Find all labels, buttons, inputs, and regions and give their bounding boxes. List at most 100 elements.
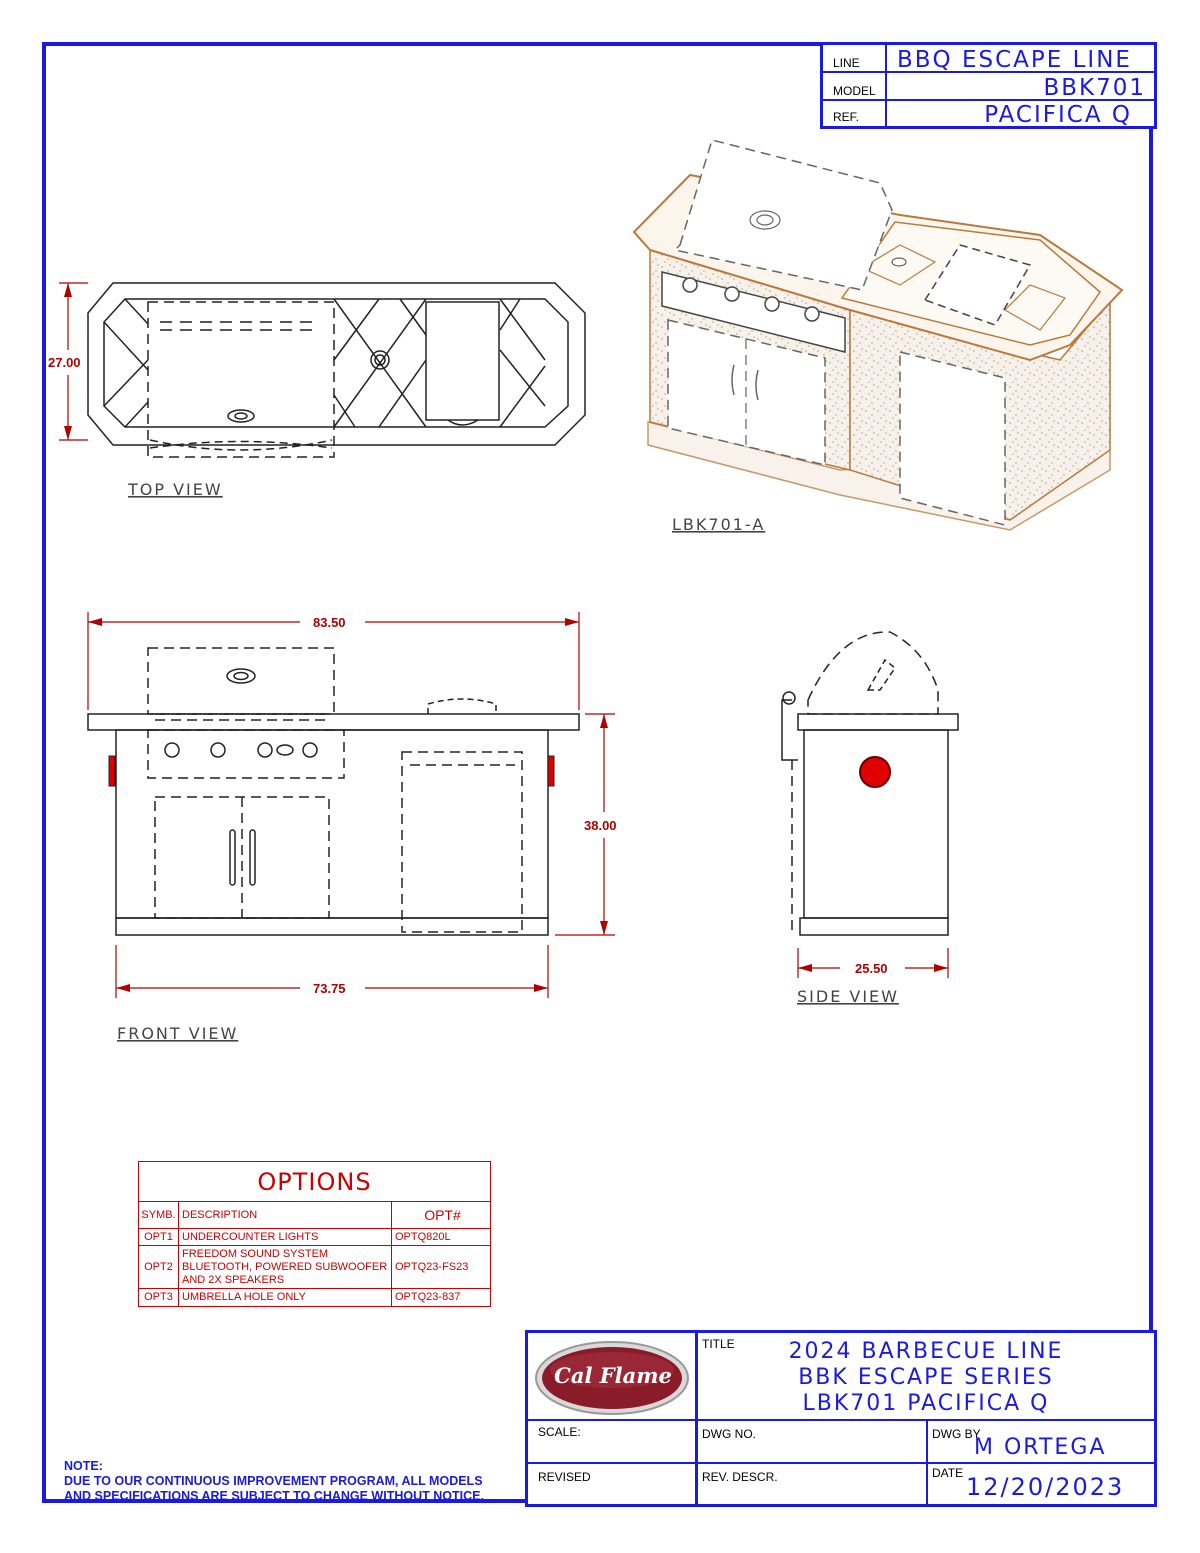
front-sink-cover bbox=[427, 698, 497, 714]
revised-cell: REVISED bbox=[528, 1464, 698, 1504]
rev-descr-cell: REV. DESCR. bbox=[698, 1464, 928, 1504]
note-line: AND SPECIFICATIONS ARE SUBJECT TO CHANGE… bbox=[64, 1489, 484, 1503]
side-depth-dimension bbox=[797, 948, 949, 978]
side-red-button bbox=[859, 756, 891, 788]
iso-fridge bbox=[899, 351, 1006, 526]
title-line: LBK701 PACIFICA Q bbox=[802, 1391, 1050, 1416]
ref-value: PACIFICA Q bbox=[984, 102, 1132, 128]
header-model-label-cell: MODEL bbox=[823, 73, 887, 101]
front-view-label: FRONT VIEW bbox=[117, 1024, 238, 1043]
options-row3-desc: UMBRELLA HOLE ONLY bbox=[179, 1289, 392, 1306]
title-block: Cal Flame TITLE 2024 BARBECUE LINE BBK E… bbox=[525, 1330, 1157, 1507]
note-block: NOTE: DUE TO OUR CONTINUOUS IMPROVEMENT … bbox=[64, 1459, 484, 1504]
iso-sink-cover bbox=[923, 244, 1032, 326]
scale-cell: SCALE: bbox=[528, 1421, 698, 1464]
dwg-by-value: M ORTEGA bbox=[974, 1435, 1107, 1460]
iso-grill-hood bbox=[673, 139, 893, 291]
options-row2-desc-line: FREEDOM SOUND SYSTEM bbox=[182, 1248, 329, 1260]
front-view-drawing bbox=[87, 647, 580, 936]
options-title: OPTIONS bbox=[139, 1162, 490, 1202]
top-depth-dimension bbox=[59, 282, 88, 441]
front-grill-panel bbox=[147, 729, 345, 779]
front-knob bbox=[257, 742, 273, 758]
top-view-label: TOP VIEW bbox=[127, 480, 223, 499]
front-knob bbox=[210, 742, 226, 758]
date-cell: DATE 12/20/2023 bbox=[928, 1464, 1154, 1504]
options-row1-opt: OPTQ820L bbox=[392, 1229, 490, 1246]
model-label: MODEL bbox=[833, 84, 876, 98]
scale-label: SCALE: bbox=[538, 1425, 581, 1439]
front-body bbox=[115, 729, 549, 919]
options-row3-symb: OPT3 bbox=[139, 1289, 179, 1306]
dwg-no-cell: DWG NO. bbox=[698, 1421, 928, 1464]
front-base-width-value: 73.75 bbox=[313, 981, 346, 996]
options-row3-opt: OPTQ23-837 bbox=[395, 1291, 461, 1303]
front-dimensions bbox=[87, 612, 615, 998]
iso-grill-panel bbox=[661, 271, 846, 353]
date-label: DATE bbox=[932, 1466, 964, 1480]
title-cell: TITLE 2024 BARBECUE LINE BBK ESCAPE SERI… bbox=[698, 1333, 1154, 1421]
line-value: BBQ ESCAPE LINE bbox=[897, 47, 1132, 73]
title-line: 2024 BARBECUE LINE bbox=[788, 1339, 1064, 1364]
logo-cell: Cal Flame bbox=[528, 1333, 698, 1421]
options-row1-desc: UNDERCOUNTER LIGHTS bbox=[179, 1229, 392, 1246]
ref-label: REF. bbox=[833, 110, 860, 124]
top-inner-counter bbox=[103, 298, 569, 428]
options-row2-desc: FREEDOM SOUND SYSTEM BLUETOOTH, POWERED … bbox=[179, 1246, 392, 1289]
cal-flame-logo bbox=[535, 1341, 689, 1415]
header-block: LINE BBQ ESCAPE LINE MODEL BBK701 REF. P… bbox=[820, 42, 1157, 129]
side-base bbox=[799, 917, 949, 936]
options-header-symb: SYMB. bbox=[139, 1202, 179, 1229]
header-ref-value-cell: PACIFICA Q bbox=[887, 101, 1154, 128]
header-line-value-cell: BBQ ESCAPE LINE bbox=[887, 45, 1154, 73]
side-view-label: SIDE VIEW bbox=[797, 987, 899, 1006]
front-knob bbox=[302, 742, 318, 758]
top-umbrella-hole bbox=[370, 350, 390, 370]
top-view-drawing bbox=[87, 282, 586, 458]
title-label: TITLE bbox=[702, 1337, 735, 1351]
options-table: OPTIONS SYMB. DESCRIPTION OPT# OPT1 UNDE… bbox=[138, 1161, 491, 1307]
title-text: 2024 BARBECUE LINE BBK ESCAPE SERIES LBK… bbox=[698, 1339, 1154, 1417]
iso-knob bbox=[804, 306, 820, 322]
title-line: BBK ESCAPE SERIES bbox=[798, 1365, 1054, 1390]
front-left-light bbox=[108, 755, 116, 787]
iso-knob bbox=[724, 286, 740, 302]
front-right-light bbox=[547, 755, 555, 787]
dwg-by-cell: DWG BY M ORTEGA bbox=[928, 1421, 1154, 1464]
options-row2-desc-line: AND 2X SPEAKERS bbox=[182, 1274, 285, 1286]
dwg-no-label: DWG NO. bbox=[702, 1427, 756, 1441]
line-label: LINE bbox=[833, 56, 860, 70]
front-height-value: 38.00 bbox=[584, 818, 617, 833]
rev-descr-label: REV. DESCR. bbox=[702, 1470, 778, 1484]
logo-text: Cal Flame bbox=[554, 1363, 672, 1388]
date-value: 12/20/2023 bbox=[966, 1473, 1125, 1501]
model-value: BBK701 bbox=[1043, 75, 1146, 101]
options-header-opt: OPT# bbox=[392, 1202, 490, 1229]
options-row1-symb: OPT1 bbox=[139, 1229, 179, 1246]
iso-view-label: LBK701-A bbox=[672, 515, 765, 534]
options-row2-symb: OPT2 bbox=[139, 1246, 179, 1289]
top-outer-counter bbox=[87, 282, 586, 446]
side-countertop bbox=[797, 713, 959, 731]
header-line-label-cell: LINE bbox=[823, 45, 887, 73]
front-knob bbox=[164, 742, 180, 758]
options-row2-desc-line: BLUETOOTH, POWERED SUBWOOFER bbox=[182, 1261, 388, 1273]
revised-label: REVISED bbox=[538, 1470, 591, 1484]
iso-knob bbox=[682, 277, 698, 293]
top-sink-cover bbox=[425, 301, 500, 421]
header-model-value-cell: BBK701 bbox=[887, 73, 1154, 101]
front-fridge bbox=[401, 751, 523, 933]
top-grill-outline bbox=[147, 301, 335, 458]
front-igniter bbox=[276, 744, 294, 756]
side-grill-hood bbox=[807, 631, 939, 715]
side-depth-value: 25.50 bbox=[855, 961, 888, 976]
options-row2-opt: OPTQ23-FS23 bbox=[392, 1246, 490, 1289]
iso-knob bbox=[764, 296, 780, 312]
note-label: NOTE: bbox=[64, 1459, 103, 1473]
front-base bbox=[115, 917, 549, 936]
front-countertop bbox=[87, 713, 580, 731]
iso-view-drawing bbox=[632, 139, 1124, 531]
dwg-by-label: DWG BY bbox=[932, 1427, 981, 1441]
top-depth-value: 27.00 bbox=[48, 355, 81, 370]
front-overall-width-value: 83.50 bbox=[313, 615, 346, 630]
